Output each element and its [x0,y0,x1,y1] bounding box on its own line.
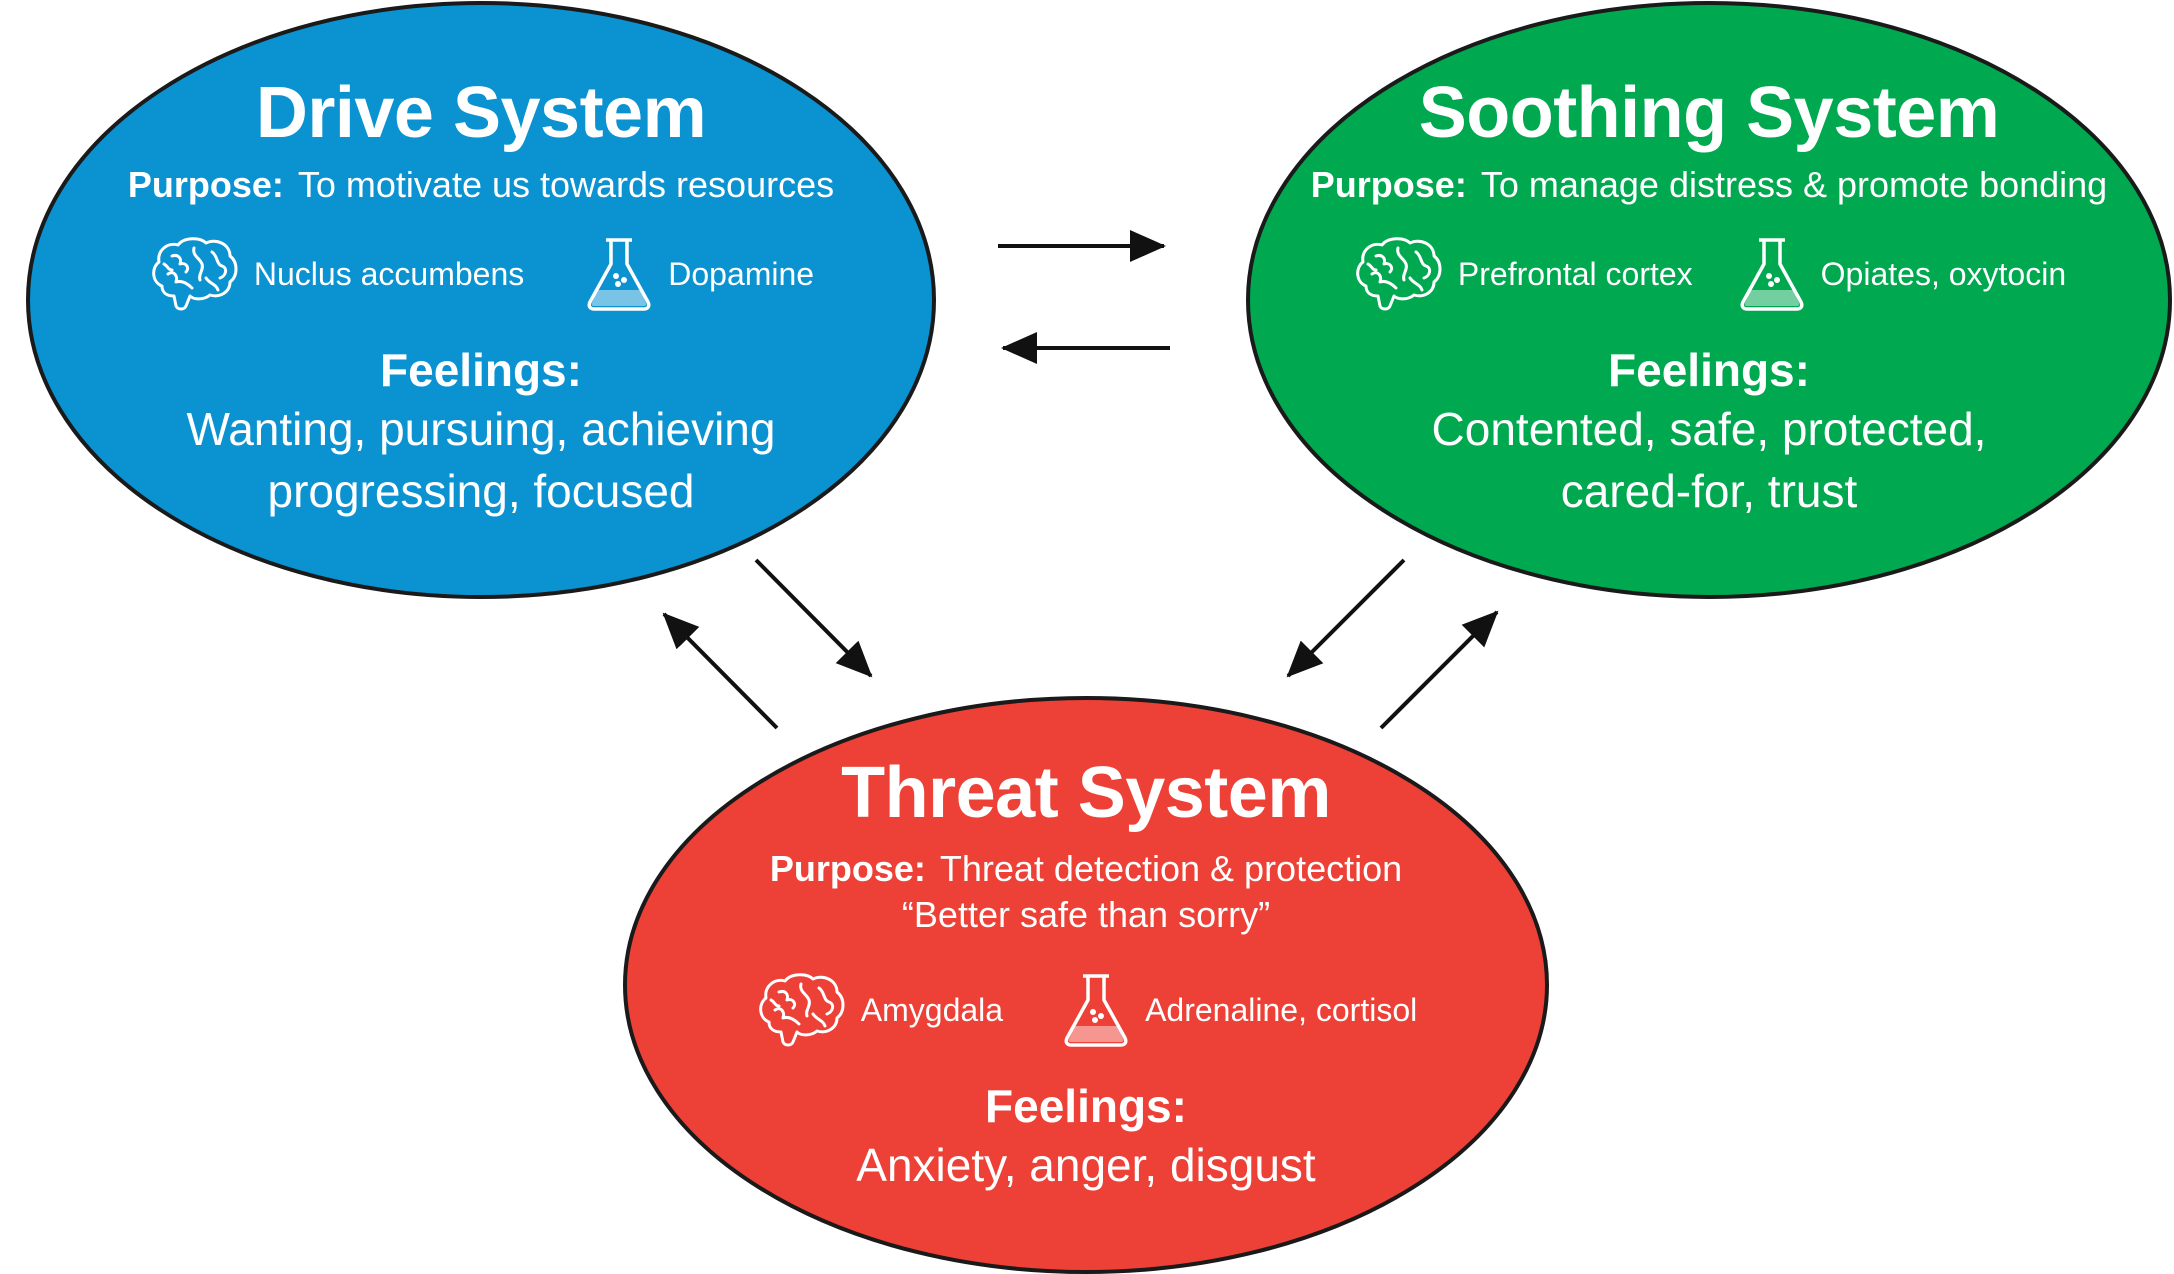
flask-icon [584,236,654,312]
chemical-label: Adrenaline, cortisol [1145,991,1418,1028]
soothing-system-title: Soothing System [1418,73,2000,153]
drive-system-ellipse [26,1,936,599]
threat-system-facts: Amygdala Adrenaline, cortisol [672,970,1500,1050]
brain-region-label: Nuclus accumbens [253,255,525,292]
threat-system-purpose-motto: “Better safe than sorry” [901,894,1271,935]
brain-region: Nuclus accumbens [148,234,524,314]
brain-icon [148,234,240,314]
drive-system-facts: Nuclus accumbens Dopamine [60,234,902,314]
soothing-system: Soothing System Purpose: To manage distre… [1270,72,2148,522]
flask-icon [1061,972,1131,1048]
soothing-system-purpose: Purpose: To manage distress & promote bon… [1270,162,2148,208]
chemical: Adrenaline, cortisol [1061,972,1417,1048]
soothing-system-facts: Prefrontal cortex Opiates, oxytocin [1270,234,2148,314]
drive-system-purpose: Purpose: To motivate us towards resources [60,162,902,208]
brain-region-label: Amygdala [860,991,1004,1028]
threat-system: Threat System Purpose: Threat detection &… [672,752,1500,1196]
arrow-threat-to-soothing [1379,610,1499,730]
soothing-system-ellipse [1246,1,2172,599]
purpose-label: Purpose: [1310,164,1467,205]
soothing-feelings-line-1: Contented, safe, protected, [1431,403,1987,455]
arrow-drive-to-threat [754,558,873,678]
chemical-label: Opiates, oxytocin [1820,255,2067,292]
brain-icon [1352,234,1444,314]
threat-feelings-heading: Feelings: [985,1080,1187,1132]
chemical-label: Dopamine [668,255,815,292]
purpose-text: To motivate us towards resources [297,164,835,205]
purpose-label: Purpose: [127,164,284,205]
chemical: Dopamine [584,236,814,312]
purpose-text: Threat detection & protection [939,848,1403,889]
chemical: Opiates, oxytocin [1737,236,2066,312]
brain-region: Prefrontal cortex [1352,234,1693,314]
drive-feelings-heading: Feelings: [380,344,582,396]
drive-feelings-line-2: progressing, focused [267,465,695,517]
threat-system-purpose: Purpose: Threat detection & protection [672,846,1500,892]
arrow-threat-to-drive [662,612,779,730]
drive-system-title: Drive System [255,73,707,153]
soothing-feelings-heading: Feelings: [1608,344,1810,396]
purpose-text: To manage distress & promote bonding [1480,164,2108,205]
flask-icon [1737,236,1807,312]
brain-region: Amygdala [755,970,1003,1050]
brain-icon [755,970,847,1050]
threat-feelings-line-1: Anxiety, anger, disgust [856,1139,1316,1191]
arrow-soothing-to-threat [1286,558,1406,678]
purpose-label: Purpose: [769,848,926,889]
drive-system: Drive System Purpose: To motivate us towa… [60,72,902,522]
soothing-feelings-line-2: cared-for, trust [1560,465,1858,517]
drive-feelings-line-1: Wanting, pursuing, achieving [186,403,776,455]
brain-region-label: Prefrontal cortex [1457,255,1693,292]
threat-system-ellipse [623,696,1549,1274]
threat-system-title: Threat System [841,753,1331,833]
